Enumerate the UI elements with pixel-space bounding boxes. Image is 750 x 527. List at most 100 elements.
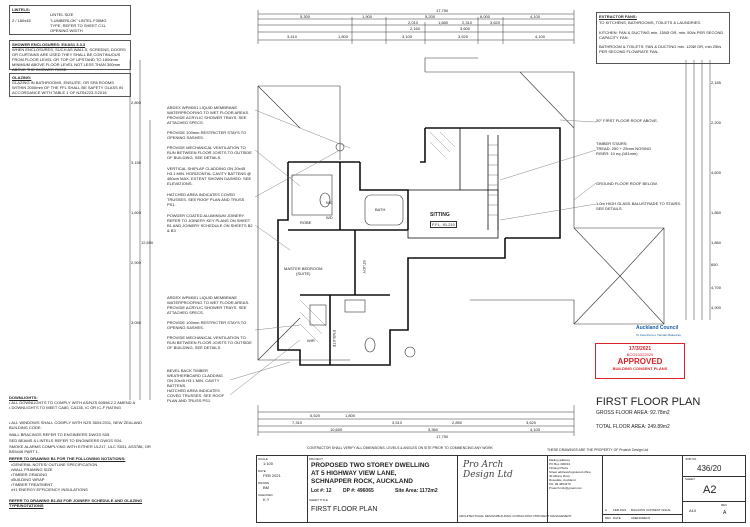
room-robe: ROBE: [300, 220, 312, 225]
shower-text: WHEN ENCLOSURES, SUCH AS WALLS, SCREENS,…: [12, 47, 126, 72]
dim-top-r2-4: 3,620: [490, 20, 501, 25]
rev-header-rev: REV: [605, 516, 612, 520]
dim-right-1: 2,185: [711, 80, 722, 85]
sheet-no-label: SHEET: [685, 477, 696, 481]
dim-top-3: 5,200: [425, 14, 436, 19]
lintels-line3: TYPE, REFER TO SHEET C11.: [50, 23, 107, 28]
dim-left-4: 2,900: [131, 260, 142, 265]
lintels-line4: OPENING WIDTH: [50, 28, 83, 33]
sheet-title: FIRST FLOOR PLAN: [311, 506, 378, 513]
dim-left-2: 3,150: [131, 160, 142, 165]
stamp-date: 17/3/2021: [628, 346, 652, 352]
sheet-no: A2: [703, 484, 717, 496]
glazing-title: GLAZING:: [12, 75, 32, 80]
lintels-title: LINTELS:: [12, 7, 30, 12]
dim-top-4: 6,000: [480, 14, 491, 19]
overall-dim-bottom: 17,750: [436, 434, 449, 439]
dim-right-7: 4,700: [711, 285, 722, 290]
sheet-small: A10: [689, 508, 697, 513]
sitting-area: [407, 128, 499, 239]
room-wc: WC: [326, 200, 333, 205]
note-membrane-2: ARDEX WPM001 LIQUID MEMBRANE WATERPROOFI…: [167, 295, 252, 350]
checked-value: K.Y: [263, 497, 270, 502]
sheet-number-col: JOB NO. 436/20 SHEET A2 A10 REV A: [682, 456, 746, 522]
note-membrane-1: ARDEX WPM001 LIQUID MEMBRANE WATERPROOFI…: [167, 105, 252, 160]
sheet-divider: [683, 501, 746, 502]
dim-bot-r3-3: 4,100: [530, 427, 541, 432]
downlights-title: DOWNLIGHTS:: [9, 395, 38, 400]
copyright: THESE DRAWINGS ARE THE PROPERTY OF Proar…: [547, 448, 649, 452]
beams-note: SED BEAMS & LINTELS REFER TO ENGINEERS D…: [9, 438, 123, 443]
room-master-bedroom: MASTER BEDROOM (SUITE): [284, 266, 323, 276]
job-no-label: JOB NO.: [685, 457, 698, 461]
dim-top-r4-5: 4,100: [535, 34, 546, 39]
drawn-value: BM: [263, 485, 269, 490]
dim-top-r2-1: 2,010: [408, 20, 419, 25]
site-area-value: Site Area: 1172m2: [395, 488, 438, 494]
stamp-ref: BCO10322929: [626, 352, 654, 357]
scale-label: SCALE: [258, 457, 268, 461]
rev-header-amend: AMENDMENT: [631, 516, 651, 520]
rev-value: A: [723, 510, 727, 516]
room-sitting: SITTING: [430, 212, 450, 218]
roof-outline: [257, 57, 665, 361]
note-hatched-2: HATCHED AREA INDICATES COVED TRUSSES. SE…: [167, 388, 225, 403]
refer-b2: REFER TO DRAWING B1-B3 FOR JOINERY SCHED…: [9, 498, 143, 508]
room-ensuite: ENSUITE: [332, 330, 337, 348]
top-dimension-lines: [257, 10, 575, 44]
dim-top-r2-3: 2,310: [462, 20, 473, 25]
plan-tfa: TOTAL FLOOR AREA: 249.89m2: [596, 424, 670, 430]
hatched-coved-area: [299, 131, 456, 343]
rev-label: REV: [721, 503, 728, 507]
glazing-box: GLAZING: GLAZING IN BATHROOMS, ENSUITE, …: [9, 73, 131, 97]
note-shiplap: VERTICAL SHIPLAP CLADDING ON 20x45 H3.1 …: [167, 166, 252, 186]
dp-value: DP #: 496065: [343, 488, 374, 494]
lintels-line2: "LUMBERLOK" LINTEL F30MG: [50, 18, 107, 23]
note-hatched-1: HATCHED AREA INDICATES COVED TRUSSES. SE…: [167, 192, 245, 207]
company-address: Mailing address PO Box 300012 Titirangi …: [549, 458, 591, 490]
dim-top-2: 1,900: [362, 14, 373, 19]
title-company-col: Pro Arch Design Ltd ARCHITECTURAL DESIGN…: [457, 456, 572, 522]
extractor-bathroom: BATHROOM & TOILETS: FAN & DUCTING min. 1…: [599, 44, 722, 54]
room-wir: WIR: [307, 338, 315, 343]
dim-right-3: 4,600: [711, 170, 722, 175]
plan-gfa: GROSS FLOOR AREA: 92.78m2: [596, 410, 670, 416]
dim-top-r3-1: 2,160: [410, 26, 421, 31]
dim-bot-1: 5,520: [310, 413, 321, 418]
bottom-dimension-lines: [257, 405, 575, 436]
rev-row-rev: A: [605, 508, 608, 512]
note-ground-roof: GROUND FLOOR ROOF BELOW.: [596, 181, 658, 186]
lintels-line1: LINTEL SIZE: [50, 12, 74, 17]
leader-lines: [229, 109, 597, 396]
lot-value: Lot #: 12: [311, 488, 332, 494]
rev-divider: [603, 514, 683, 515]
shower-title: SHOWER ENCLOSURES: E3/AS1 3.3.3: [12, 42, 86, 47]
dim-right-8: 4,900: [711, 305, 722, 310]
refer-items: •GENERAL NOTES/ OUTLINE SPECIFICATION •W…: [11, 462, 98, 492]
project-text: PROPOSED TWO STOREY DWELLING AT 5 HIGHWA…: [311, 462, 430, 485]
verify-notice: CONTRACTOR SHALL VERIFY ALL DIMENSIONS, …: [307, 446, 493, 450]
company-logo: Pro Arch Design Ltd: [463, 460, 513, 480]
council-logo: Auckland Council Te Kaunihera o Tāmaki M…: [636, 326, 686, 340]
note-timber-stairs: TIMBER STAIRS: TREAD: 250 + 25mm NOSING …: [596, 141, 652, 156]
scale-value: 1:100: [263, 461, 274, 466]
rev-row-date: FEB 2021: [613, 508, 627, 512]
dim-bot-r2-4: 3,620: [526, 420, 537, 425]
extractor-box: EXTRACTOR FANS: TO KITCHENS, BATHROOMS, …: [596, 12, 730, 64]
date-value: FEB 2021: [263, 473, 281, 478]
shower-box: SHOWER ENCLOSURES: E3/AS1 3.3.3 WHEN ENC…: [9, 40, 131, 72]
project-label: PROJECT: [309, 457, 324, 461]
note-balustrade: 1.0m HIGH GLASS BALUSTRADE TO STAIRS. SE…: [596, 201, 682, 211]
sheet-title-label: SHEET TITLE: [309, 498, 328, 502]
dim-bot-r2-3: 2,850: [452, 420, 463, 425]
dim-top-r3-2: 3,600: [460, 26, 471, 31]
dim-top-r4-3: 3,100: [402, 34, 413, 39]
council-subtitle: Te Kaunihera o Tāmaki Makaurau: [636, 333, 681, 337]
checked-label: CHECKED: [258, 493, 273, 497]
stair-treads: [488, 144, 498, 216]
revision-table: A FEB 2021 BUILDING CONSENT ISSUE REV DA…: [602, 456, 683, 522]
dim-left-5: 3,050: [131, 320, 142, 325]
dim-bot-2: 1,800: [345, 413, 356, 418]
room-bath: BATH: [375, 207, 386, 212]
dim-right-5: 1,860: [711, 240, 722, 245]
